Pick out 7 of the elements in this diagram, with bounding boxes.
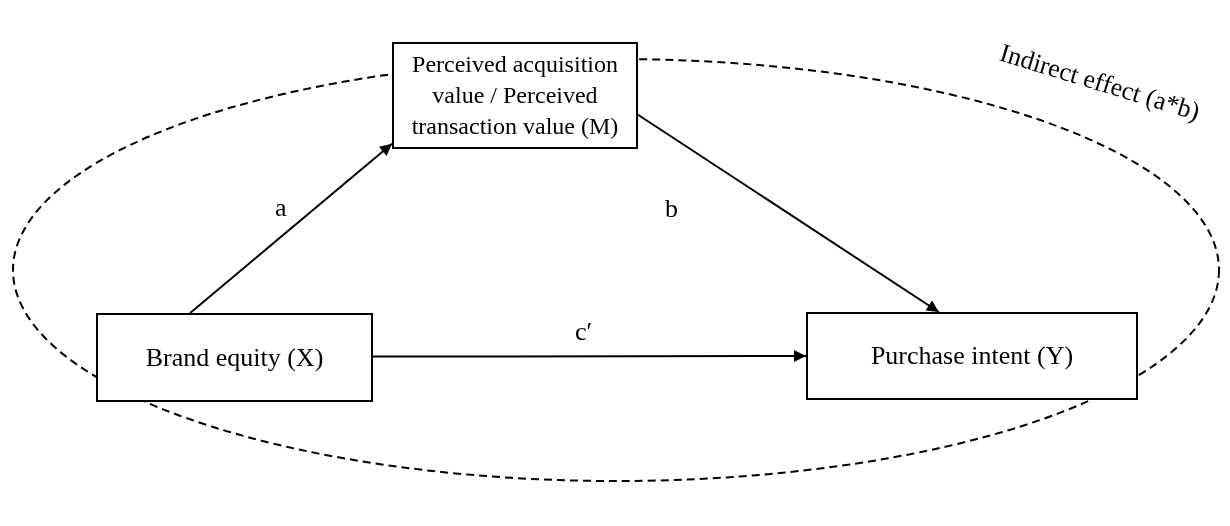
arrow	[372, 350, 807, 362]
variable-box: Perceived acquisition value / Perceived transaction value (M)	[392, 42, 638, 149]
variable-box: Purchase intent (Y)	[806, 312, 1138, 400]
ellipse-label: Indirect effect (a*b)	[996, 38, 1204, 128]
arrow	[189, 142, 393, 314]
arrow	[637, 113, 940, 313]
variable-box: Brand equity (X)	[96, 313, 373, 402]
